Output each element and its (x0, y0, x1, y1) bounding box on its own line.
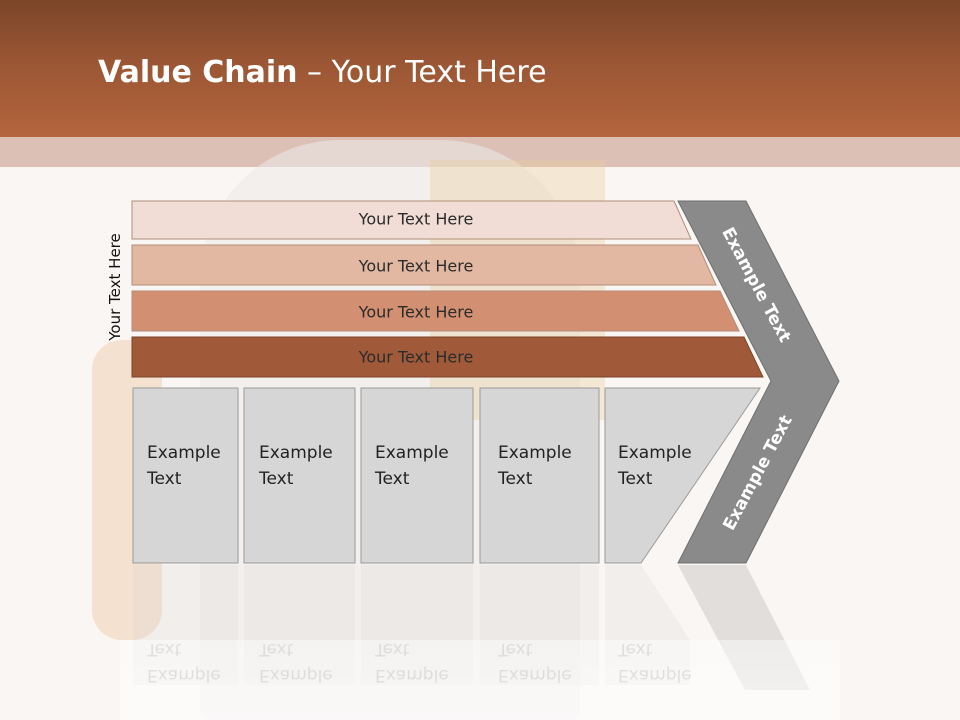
bar-3-label: Your Text Here (358, 302, 474, 322)
bar-2-label: Your Text Here (358, 256, 474, 276)
bar-1-label: Your Text Here (358, 209, 474, 229)
title-rest: – Your Text Here (297, 55, 547, 90)
bar-2[interactable] (131, 244, 717, 286)
box-2-reflection: Example Text (259, 639, 333, 685)
reflection-fade (120, 640, 840, 720)
box-3-reflection: Example Text (375, 639, 449, 685)
box-4-reflection: Example Text (498, 639, 572, 685)
box-4[interactable] (479, 387, 600, 564)
bar-1[interactable] (131, 200, 692, 240)
box-5-reflection: Example Text (618, 639, 692, 685)
bar-4[interactable] (131, 336, 764, 378)
box-5[interactable] (604, 387, 761, 564)
side-label: Your Text Here (106, 233, 124, 341)
box-4-label: Example Text (498, 443, 572, 489)
box-1-label: Example Text (147, 443, 221, 489)
box-3-label: Example Text (375, 443, 449, 489)
bar-4-label: Your Text Here (358, 347, 474, 367)
title-bold: Value Chain (98, 55, 298, 90)
box-1[interactable] (132, 387, 239, 564)
box-5-label: Example Text (618, 443, 692, 489)
chevron-arrow[interactable] (677, 200, 840, 564)
box-2-label: Example Text (259, 443, 333, 489)
box-3[interactable] (360, 387, 474, 564)
box-2[interactable] (243, 387, 356, 564)
bar-3[interactable] (131, 290, 740, 332)
box-1-reflection: Example Text (147, 639, 221, 685)
header-bar (0, 0, 960, 137)
page-title: Value Chain – Your Text Here (98, 55, 547, 90)
